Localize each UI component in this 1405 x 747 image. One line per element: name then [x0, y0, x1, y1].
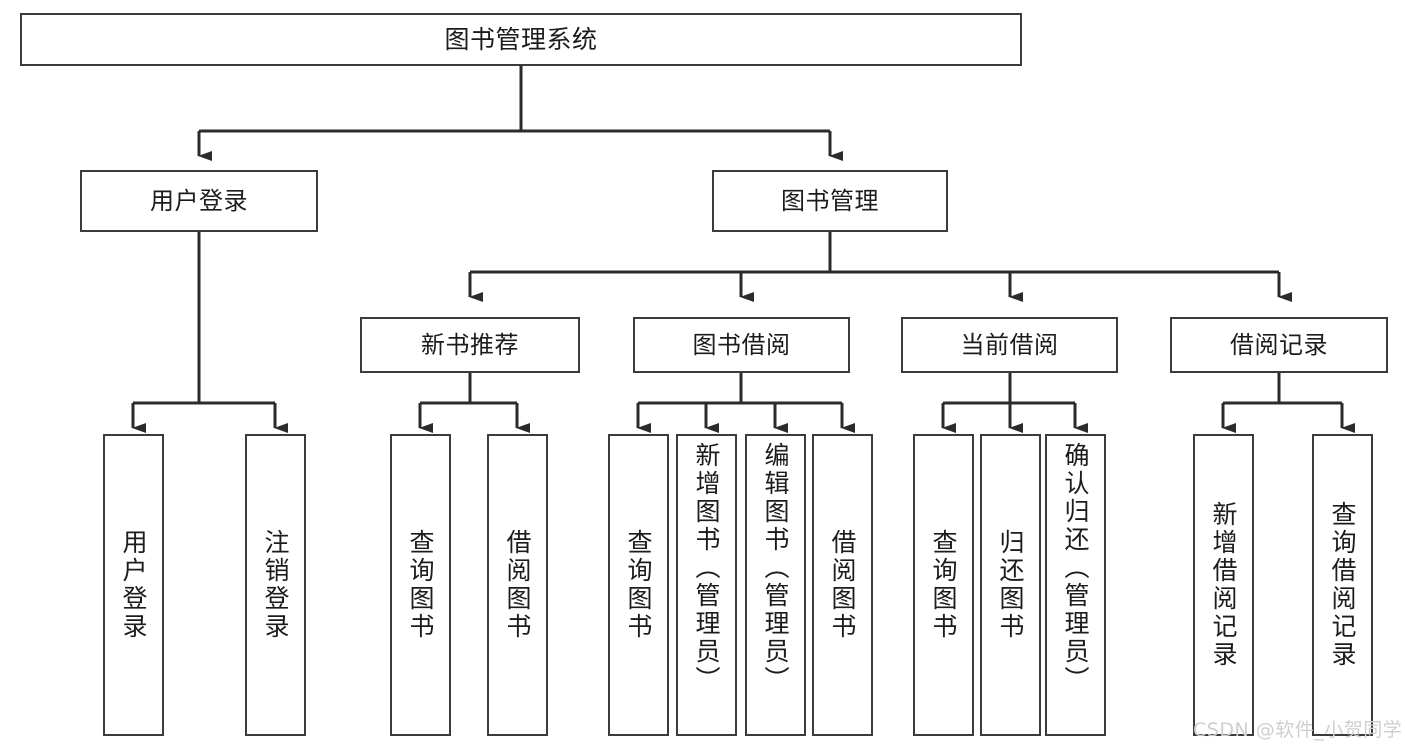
node-leaf-add-book[interactable]: 新增图书（管理员） — [676, 434, 737, 736]
node-leaf-borrow-book-1[interactable]: 借阅图书 — [487, 434, 548, 736]
node-leaf-query-book-2[interactable]: 查询图书 — [608, 434, 669, 736]
node-user-login[interactable]: 用户登录 — [80, 170, 318, 232]
node-leaf-confirm-return-label: 确认归还（管理员） — [1061, 442, 1090, 694]
node-borrow-record[interactable]: 借阅记录 — [1170, 317, 1388, 373]
node-leaf-query-record[interactable]: 查询借阅记录 — [1312, 434, 1373, 736]
node-leaf-query-book-2-label: 查询图书 — [624, 529, 653, 641]
node-book-borrow[interactable]: 图书借阅 — [633, 317, 850, 373]
csdn-watermark: CSDN @软件_小贺同学 — [1193, 719, 1403, 741]
node-user-login-label: 用户登录 — [150, 186, 248, 215]
node-book-manage-label: 图书管理 — [781, 186, 879, 215]
node-leaf-edit-book-label: 编辑图书（管理员） — [761, 442, 790, 694]
node-current-borrow[interactable]: 当前借阅 — [901, 317, 1118, 373]
node-leaf-user-login[interactable]: 用户登录 — [103, 434, 164, 736]
node-root[interactable]: 图书管理系统 — [20, 13, 1022, 66]
node-new-book-rec[interactable]: 新书推荐 — [360, 317, 580, 373]
node-book-manage[interactable]: 图书管理 — [712, 170, 948, 232]
node-leaf-add-book-label: 新增图书（管理员） — [692, 442, 721, 694]
node-leaf-user-logout-label: 注销登录 — [261, 529, 290, 641]
node-leaf-query-book-1[interactable]: 查询图书 — [390, 434, 451, 736]
node-leaf-user-logout[interactable]: 注销登录 — [245, 434, 306, 736]
node-leaf-add-record-label: 新增借阅记录 — [1209, 501, 1238, 669]
node-leaf-edit-book[interactable]: 编辑图书（管理员） — [745, 434, 806, 736]
node-current-borrow-label: 当前借阅 — [960, 330, 1059, 359]
node-book-borrow-label: 图书借阅 — [692, 330, 791, 359]
node-leaf-confirm-return[interactable]: 确认归还（管理员） — [1045, 434, 1106, 736]
node-borrow-record-label: 借阅记录 — [1230, 330, 1328, 359]
node-leaf-return-book[interactable]: 归还图书 — [980, 434, 1041, 736]
node-new-book-rec-label: 新书推荐 — [421, 330, 519, 359]
node-leaf-borrow-book-2[interactable]: 借阅图书 — [812, 434, 873, 736]
node-leaf-add-record[interactable]: 新增借阅记录 — [1193, 434, 1254, 736]
node-leaf-query-book-1-label: 查询图书 — [406, 529, 435, 641]
node-leaf-return-book-label: 归还图书 — [996, 529, 1025, 641]
node-leaf-user-login-label: 用户登录 — [119, 529, 148, 641]
node-root-label: 图书管理系统 — [444, 24, 598, 54]
node-leaf-query-book-3-label: 查询图书 — [929, 529, 958, 641]
node-leaf-borrow-book-2-label: 借阅图书 — [828, 529, 857, 641]
node-leaf-query-book-3[interactable]: 查询图书 — [913, 434, 974, 736]
node-leaf-query-record-label: 查询借阅记录 — [1328, 501, 1357, 669]
node-leaf-borrow-book-1-label: 借阅图书 — [503, 529, 532, 641]
